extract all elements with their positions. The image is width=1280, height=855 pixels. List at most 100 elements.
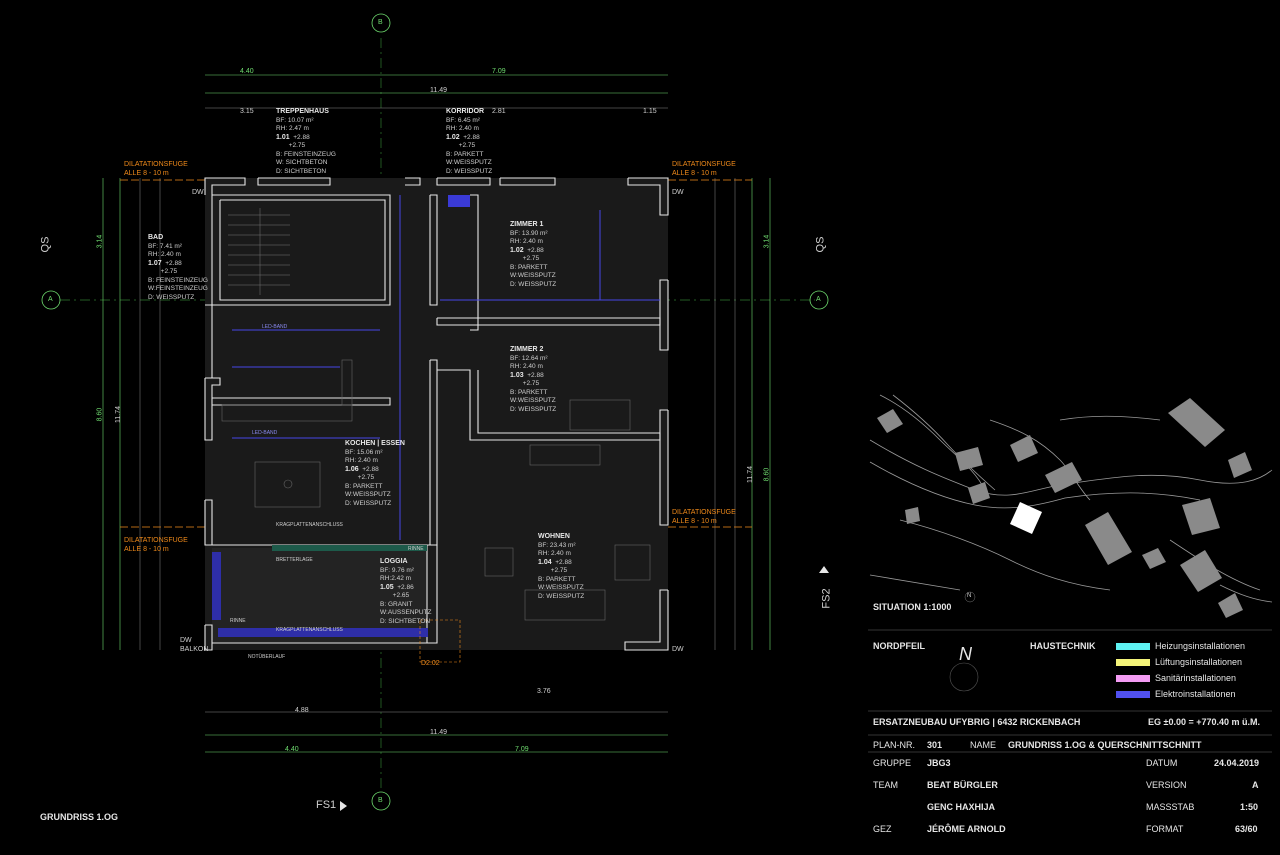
drawing-title: GRUNDRISS 1.OG [40,812,119,822]
axis-b-top-marker [371,13,391,33]
title-block-lines [868,629,1272,753]
elektro-installations [232,195,660,540]
version-label: VERSION [1146,780,1187,790]
dim-right-total: 11.74 [747,466,754,483]
datum-value: 24.04.2019 [1214,758,1260,768]
dilatation-title: DILATATIONSFUGE [672,509,736,516]
dilatation-label-tr: DILATATIONSFUGE ALLE 8 - 10 m [672,160,736,178]
dilatation-sub: ALLE 8 - 10 m [672,170,717,177]
room-h2: +2.65 [392,592,410,599]
dim-right-upper: 3.14 [763,234,771,249]
gez-value: JÉRÔME ARNOLD [927,824,1006,834]
room-w: W:WEISSPUTZ [446,159,492,166]
kitchen-furniture [221,359,651,621]
dilatation-title: DILATATIONSFUGE [124,161,188,168]
axis-label-a-left: A [48,296,53,303]
room-bf: BF: 6.45 m² [446,116,480,124]
room-b: B: FEINSTEINZEUG [276,150,336,158]
room-h1: +2.88 [362,465,379,473]
room-h1: +2.88 [165,259,182,267]
room-d: D: SICHTBETON [276,167,327,175]
label-dw-tr: DW [672,189,684,196]
dim-bottom-seg-1: 4.88 [295,707,309,714]
north-arrow-icon: N [959,644,972,664]
situation-title: SITUATION 1:1000 [873,602,952,612]
room-h2: +2.75 [288,142,306,149]
room-bf: BF: 15.06 m² [345,448,383,456]
legend-label-heizung: Heizungsinstallationen [1155,641,1246,651]
room-h2: +2.75 [522,255,540,262]
dim-bottom-left: 4.40 [285,746,299,753]
room-level: 1.06 [345,465,359,473]
loggia-floor [212,548,427,643]
room-rh: RH: 2.40 m [538,550,571,557]
room-rh: RH: 2.40 m [510,238,543,245]
massstab-value: 1:50 [1240,802,1259,812]
inner-dimension-lines [139,107,736,713]
staircase [228,208,290,295]
room-w: W:WEISSPUTZ [538,584,584,591]
room-name: KORRIDOR [446,108,485,115]
section-fs1: FS1 [316,799,337,811]
dim-left-upper: 3.14 [96,234,104,249]
room-d: D: WEISSPUTZ [510,280,557,288]
room-bf: BF: 23.43 m² [538,541,576,549]
legend-label-lueftung: Lüftungsinstallationen [1155,657,1243,667]
door-d2-02-marker [419,619,461,663]
label-dw-br: DW [672,646,684,653]
team-label: TEAM [873,780,899,790]
dim-right-mid: 8.60 [763,467,771,482]
label-led-band-1: LED-BAND [262,324,288,330]
room-level: 1.07 [148,259,162,267]
axis-a-left-marker [41,290,61,310]
section-qs-left: QS [39,236,52,253]
room-b: B: FEINSTEINZEUG [148,276,208,284]
room-level: 1.04 [538,558,552,566]
label-bretterlage: BRETTERLAGE [276,557,313,563]
room-bf: BF: 9.76 m² [380,566,414,574]
room-h1: +2.86 [397,583,414,591]
name-label: NAME [970,740,997,750]
room-bf: BF: 7.41 m² [148,242,182,250]
label-dw-bl: DW [180,637,192,644]
room-loggia: LOGGIA BF: 9.76 m² RH:2.42 m 1.05 +2.86 … [380,558,432,626]
room-korridor: KORRIDOR BF: 6.45 m² RH: 2.40 m 1.02 +2.… [446,108,492,176]
room-w: W:FEINSTEINZEUG [148,285,208,292]
room-h1: +2.88 [293,133,310,141]
legend-swatch-heizung [1116,643,1150,650]
section-qs-right: QS [814,236,827,253]
team-member-2: GENC HAXHIJA [927,802,996,812]
room-b: B: PARKETT [446,150,484,158]
project-name: ERSATZNEUBAU UFYBRIG | 6432 RICKENBACH [873,717,1081,727]
situation-map [869,394,1273,618]
kragplatten-band-left [212,552,221,620]
room-level: 1.05 [380,583,394,591]
north-arrow-circle [949,662,979,692]
room-h1: +2.88 [555,558,572,566]
dilatation-sub: ALLE 8 - 10 m [672,518,717,525]
axis-label-b-bottom: B [378,797,383,804]
room-name: KOCHEN | ESSEN [345,440,405,447]
room-zimmer-1: ZIMMER 1 BF: 13.90 m² RH: 2.40 m 1.02 +2… [510,221,556,289]
gez-label: GEZ [873,824,892,834]
label-krag-top: KRAGPLATTENANSCHLUSS [276,522,343,528]
dim-bottom-total: 11.49 [430,729,447,736]
room-w: W: SICHTBETON [276,159,328,166]
room-b: B: GRANIT [380,600,413,608]
room-level: 1.03 [510,371,524,379]
room-w: W:WEISSPUTZ [345,491,391,498]
kragplatten-band-top [272,545,427,551]
room-h2: +2.75 [458,142,476,149]
axis-b-bottom-marker [371,791,391,811]
room-b: B: PARKETT [538,575,576,583]
sanitaer-unit [448,195,470,207]
dilatation-lines [120,179,752,528]
room-h2: +2.75 [160,268,178,275]
format-label: FORMAT [1146,824,1184,834]
room-bf: BF: 13.90 m² [510,229,548,237]
room-h1: +2.88 [527,371,544,379]
name-value: GRUNDRISS 1.OG & QUERSCHNITTSCHNITT [1008,740,1202,750]
nordpfeil-label: NORDPFEIL [873,641,926,651]
label-rinne-bottom: RINNE [230,618,246,624]
room-d: D: WEISSPUTZ [345,499,392,507]
